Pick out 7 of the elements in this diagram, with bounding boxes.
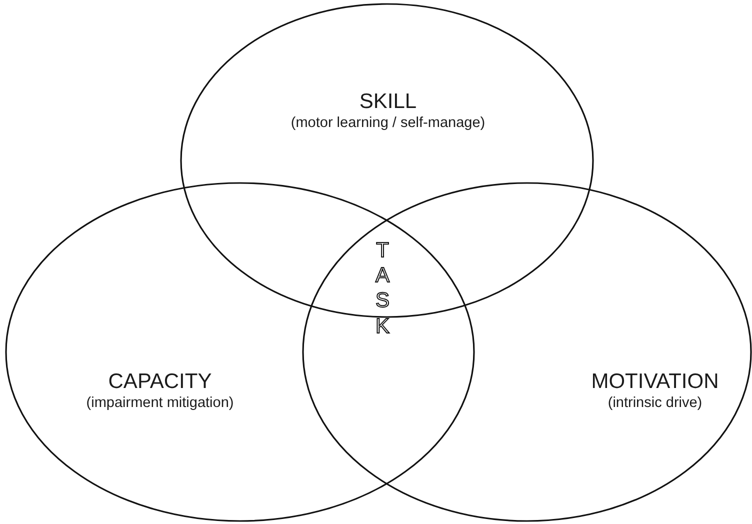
center-label: TASK: [374, 238, 392, 339]
circle-subtitle: (impairment mitigation): [86, 394, 234, 412]
circle-title: CAPACITY: [108, 370, 212, 394]
circle-title: SKILL: [359, 90, 417, 114]
circle-subtitle: (motor learning / self-manage): [290, 114, 486, 132]
circle-subtitle: (intrinsic drive): [608, 394, 702, 412]
circle-title: MOTIVATION: [591, 370, 719, 394]
